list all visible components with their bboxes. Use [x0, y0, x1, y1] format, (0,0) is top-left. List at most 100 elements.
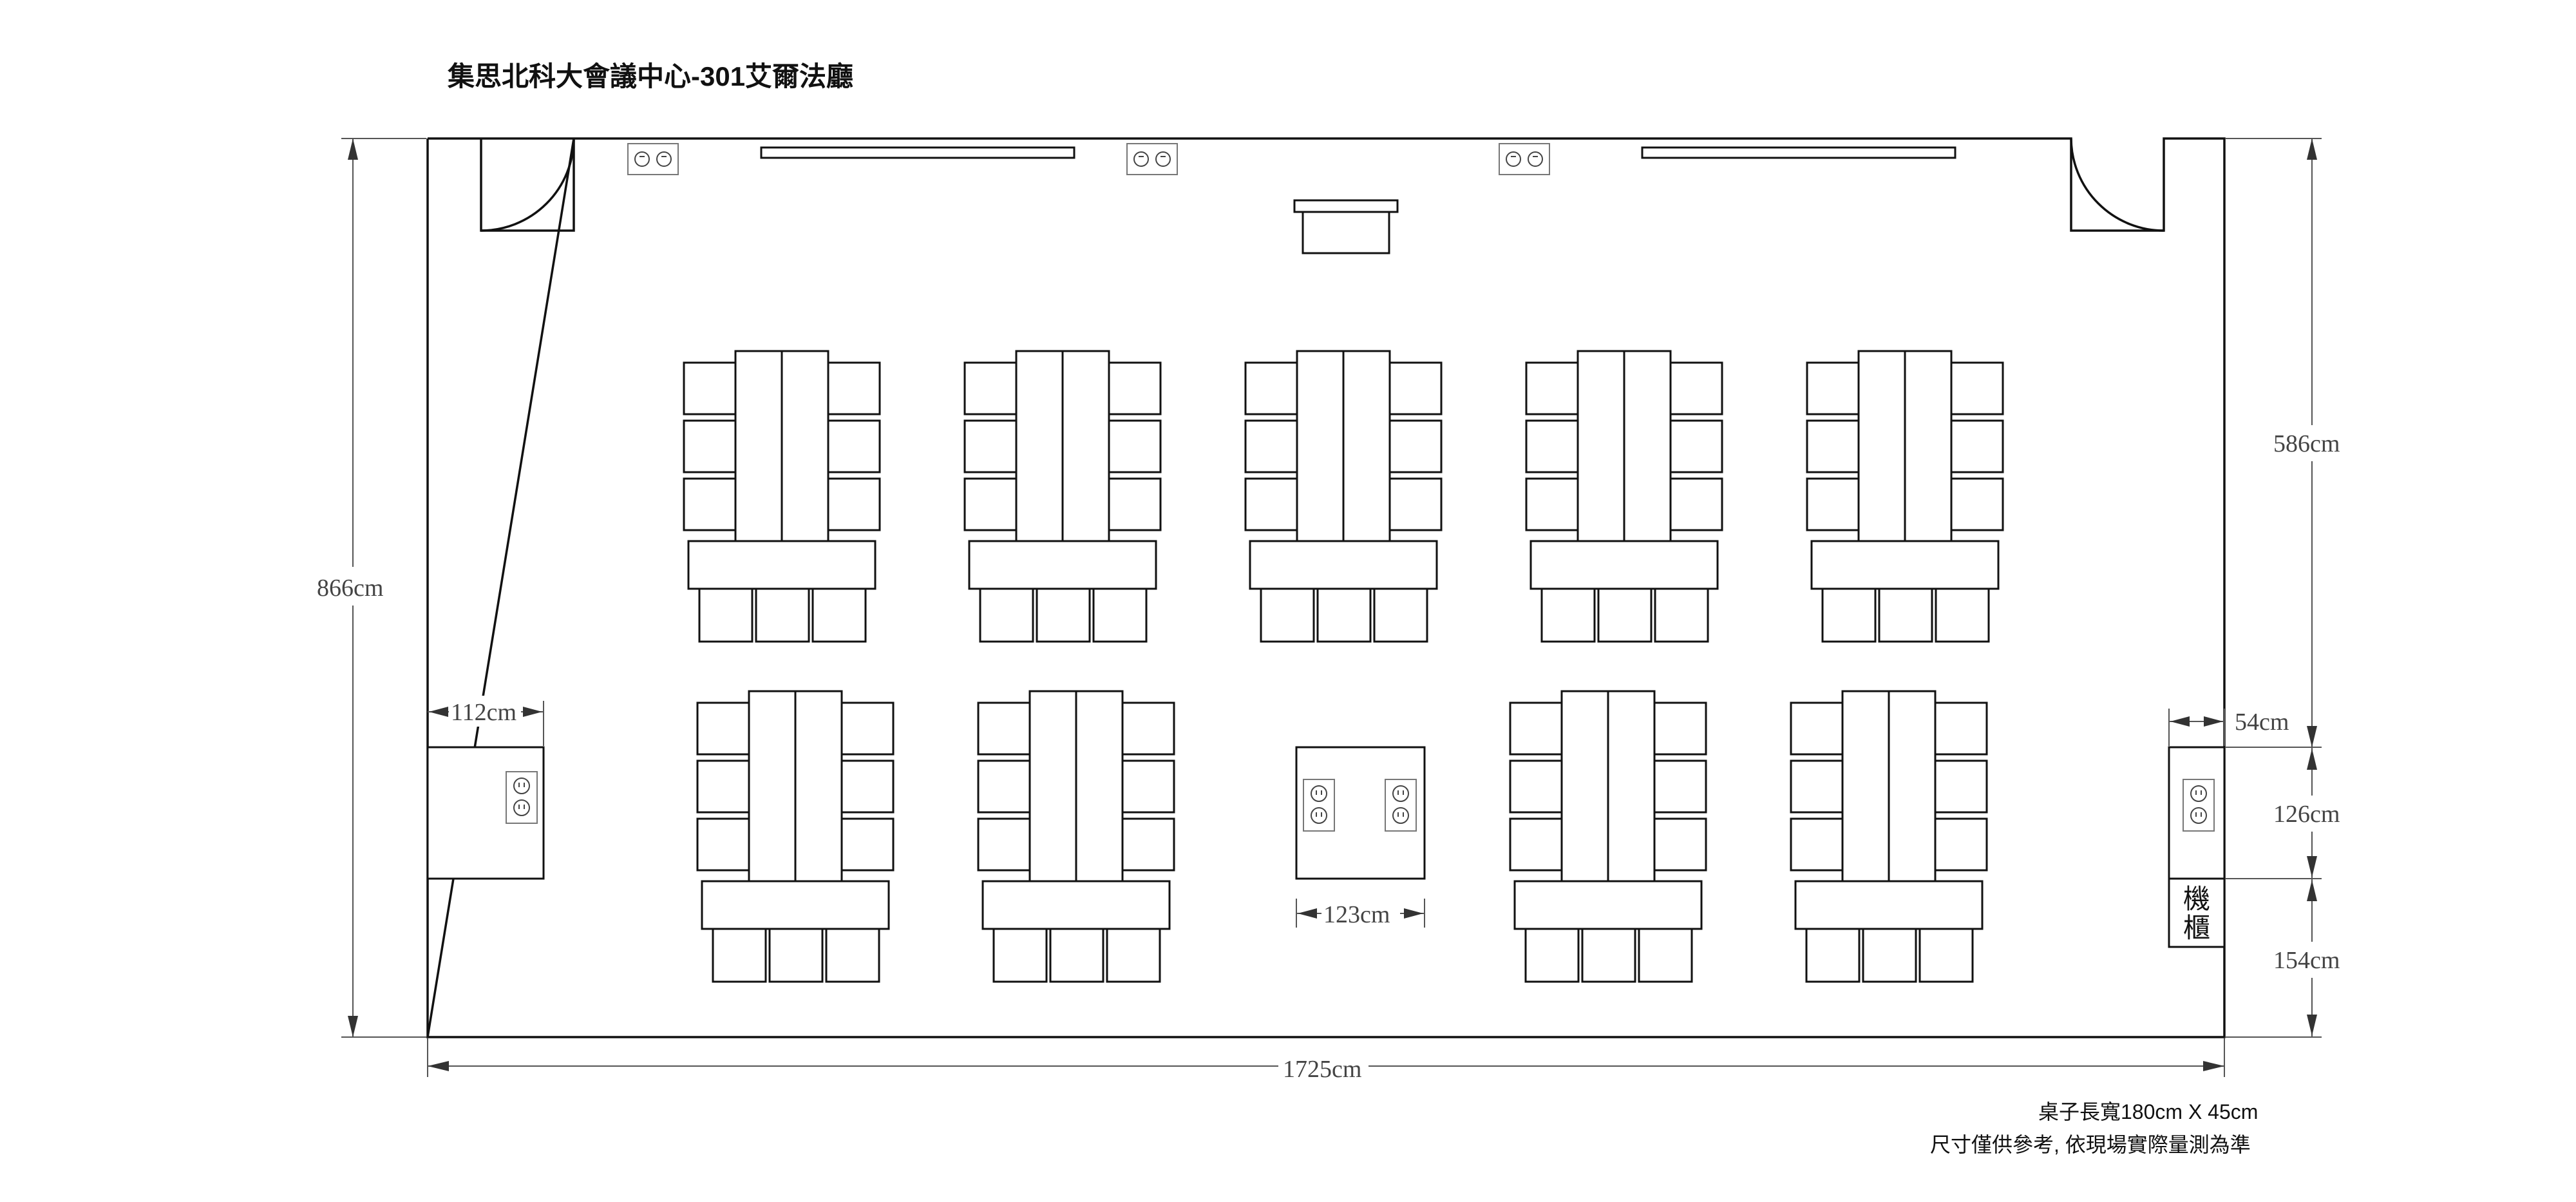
chair	[1669, 477, 1723, 531]
dim-label-bg	[2270, 796, 2351, 832]
cabinet-label-2: 櫃	[2183, 912, 2210, 944]
equipment-cabinet	[2168, 877, 2226, 948]
dim-label-bg	[1278, 1050, 1368, 1082]
dim-label-bg	[1321, 899, 1400, 930]
chair	[698, 587, 753, 643]
dim-arrow	[2170, 716, 2190, 727]
chair	[1934, 759, 1988, 814]
chair	[1638, 928, 1693, 983]
right-side-panel	[2168, 746, 2226, 880]
dim-label-bg	[314, 567, 392, 606]
dim-arrow	[2307, 138, 2317, 160]
dim-arrow	[2203, 1061, 2224, 1071]
dim-label-bg	[449, 696, 521, 727]
chair	[768, 928, 824, 983]
chair	[977, 759, 1031, 814]
chair	[1669, 419, 1723, 473]
chair	[1806, 419, 1860, 473]
table-long-bottom-2-a	[1028, 690, 1077, 882]
dim-right-middle: 126cm	[2273, 801, 2340, 828]
door-swing-left	[480, 138, 575, 232]
chair	[1862, 928, 1917, 983]
table-head-bottom-4	[1794, 880, 1984, 930]
chair	[1597, 587, 1653, 643]
chair	[840, 759, 895, 814]
dim-right-gap: 54cm	[2235, 709, 2289, 736]
table-head-bottom-1	[701, 880, 890, 930]
chair	[1654, 587, 1709, 643]
dim-total-height: 866cm	[317, 575, 383, 602]
table-long-top-2-b	[1061, 350, 1110, 542]
chair	[1669, 361, 1723, 415]
chair	[1108, 361, 1162, 415]
chair	[992, 928, 1048, 983]
podium	[1302, 211, 1390, 254]
chair	[1316, 587, 1372, 643]
outlet-top-2	[1126, 143, 1178, 175]
chair	[1108, 419, 1162, 473]
chair	[1036, 587, 1091, 643]
outlet-top-3	[1499, 143, 1550, 175]
chair	[1653, 759, 1707, 814]
chair	[755, 587, 810, 643]
screen-left	[760, 146, 1075, 159]
chair	[1509, 817, 1563, 872]
dim-arrow	[2307, 749, 2317, 770]
dim-label-bg	[2270, 942, 2351, 978]
table-long-top-3-a	[1296, 350, 1345, 542]
table-head-top-4	[1530, 540, 1719, 590]
chair	[1388, 419, 1443, 473]
outlet-center-2	[1385, 779, 1417, 832]
chair	[979, 587, 1034, 643]
table-head-top-2	[968, 540, 1157, 590]
chair	[1821, 587, 1877, 643]
chair	[1790, 759, 1844, 814]
chair	[1244, 419, 1298, 473]
chair	[1049, 928, 1104, 983]
dim-arrow	[1404, 908, 1423, 919]
dim-total-width: 1725cm	[1283, 1056, 1361, 1083]
chair	[1121, 817, 1175, 872]
dim-arrow	[1298, 908, 1317, 919]
chair	[827, 477, 881, 531]
chair	[1092, 587, 1148, 643]
dim-arrow	[2307, 856, 2317, 877]
dim-right-top: 586cm	[2273, 430, 2340, 457]
chair	[1388, 361, 1443, 415]
chair	[696, 701, 750, 756]
chair	[1790, 701, 1844, 756]
cabinet-label-1: 機	[2183, 883, 2210, 915]
note-table-size: 桌子長寬180cm X 45cm	[2038, 1100, 2258, 1123]
chair	[1108, 477, 1162, 531]
outlet-center-1	[1303, 779, 1335, 832]
chair	[825, 928, 880, 983]
chair	[1244, 361, 1298, 415]
chair	[1935, 587, 1990, 643]
table-long-bottom-1-a	[748, 690, 797, 882]
table-head-top-1	[687, 540, 876, 590]
table-head-top-5	[1810, 540, 2000, 590]
outlet-top-1	[627, 143, 679, 175]
chair	[1918, 928, 1974, 983]
chair	[1950, 419, 2004, 473]
outlet-left-desk	[506, 771, 538, 824]
chair	[1653, 817, 1707, 872]
table-long-bottom-3-a	[1560, 690, 1609, 882]
chair	[683, 477, 737, 531]
dim-right-bottom: 154cm	[2273, 947, 2340, 974]
note-disclaimer: 尺寸僅供參考, 依現場實際量測為準	[1930, 1133, 2251, 1156]
chair	[811, 587, 867, 643]
chair	[1950, 361, 2004, 415]
chair	[1525, 419, 1579, 473]
podium-top	[1293, 199, 1399, 213]
chair	[1805, 928, 1861, 983]
table-long-bottom-2-b	[1075, 690, 1124, 882]
dim-arrow	[2204, 716, 2223, 727]
chair	[1260, 587, 1315, 643]
table-groups	[683, 350, 2004, 983]
chair	[1934, 701, 1988, 756]
table-head-bottom-3	[1513, 880, 1703, 930]
table-long-bottom-3-b	[1607, 690, 1656, 882]
dim-arrow	[348, 138, 358, 160]
chair	[696, 759, 750, 814]
